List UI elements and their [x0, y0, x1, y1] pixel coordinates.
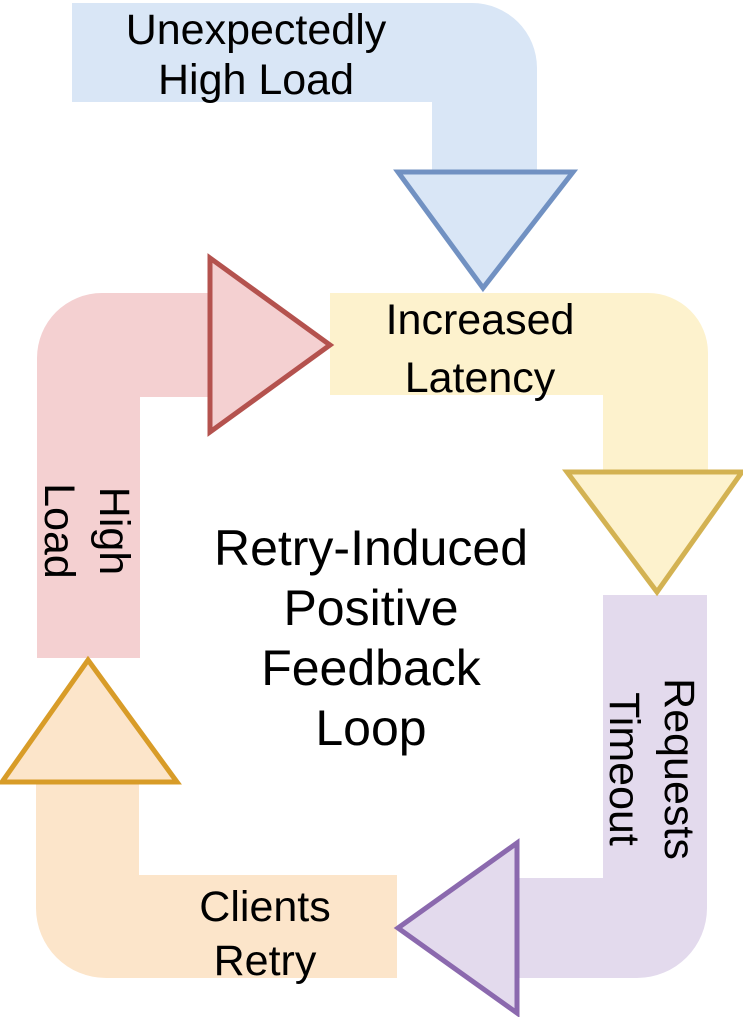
- band-requests-timeout: [517, 595, 707, 978]
- arrow-left-purple-icon: [393, 838, 520, 1017]
- label-line: Timeout: [600, 692, 648, 846]
- arrow-down-blue-icon: [393, 169, 579, 293]
- label-line: High Load: [157, 56, 355, 104]
- title-line: Positive: [283, 580, 459, 636]
- arrow-down-yellow-icon: [562, 469, 743, 597]
- diagram-title: Retry-Induced Positive Feedback Loop: [151, 518, 591, 758]
- title-line: Loop: [315, 700, 427, 756]
- label-line: Increased: [385, 296, 575, 344]
- label-clients-retry: Clients Retry: [115, 880, 415, 988]
- arrow-right-red-icon: [207, 253, 335, 437]
- arrow-up-orange-icon: [0, 655, 182, 785]
- title-line: Retry-Induced: [213, 520, 529, 576]
- label-line: High: [90, 486, 138, 576]
- band-clients-retry: [36, 782, 397, 978]
- label-high-load: High Load: [31, 483, 141, 579]
- label-line: Unexpectedly: [125, 6, 387, 54]
- label-increased-latency: Increased Latency: [330, 291, 630, 407]
- band-unexpected-load: [72, 3, 537, 172]
- label-line: Load: [35, 483, 83, 579]
- label-line: Clients: [199, 883, 331, 931]
- label-requests-timeout: Requests Timeout: [596, 678, 706, 860]
- label-line: Requests: [655, 678, 703, 860]
- label-unexpectedly-high-load: Unexpectedly High Load: [72, 5, 440, 105]
- label-line: Latency: [404, 354, 556, 402]
- title-line: Feedback: [261, 640, 481, 696]
- band-increased-latency: [330, 293, 708, 472]
- label-line: Retry: [213, 937, 317, 985]
- band-high-load: [37, 293, 210, 658]
